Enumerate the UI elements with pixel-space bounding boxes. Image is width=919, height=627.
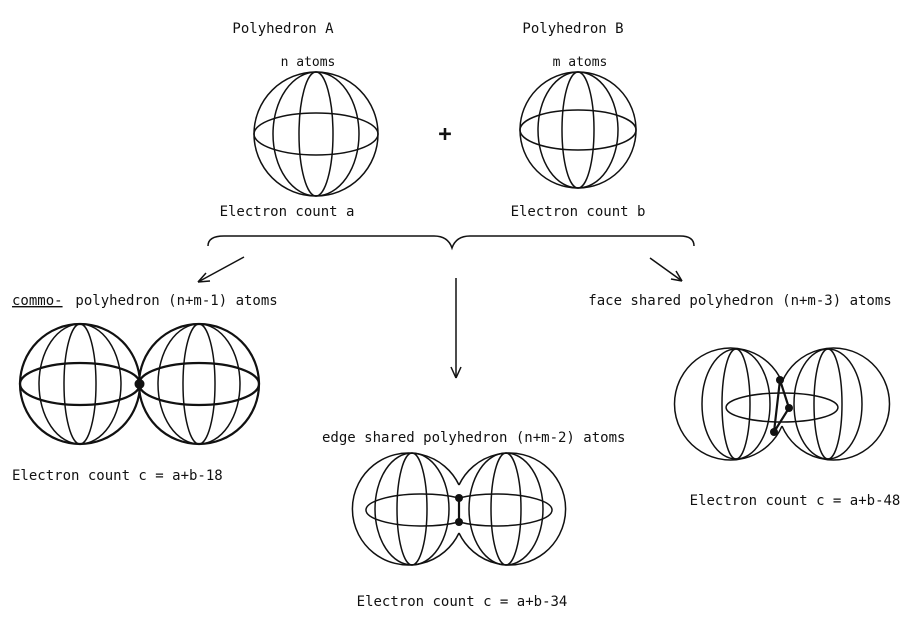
edge-shared-label: edge shared polyhedron (n+m-2) atoms: [322, 430, 625, 446]
commo-label: polyhedron (n+m-1) atoms: [67, 293, 278, 309]
arrow-to-commo: [197, 256, 245, 283]
polyhedron-b-sphere: [519, 71, 637, 189]
commo-electron-count: Electron count c = a+b-18: [12, 468, 223, 484]
face-shared-polyhedron: [673, 347, 891, 461]
polyhedron-a-electron-count: Electron count a: [220, 204, 355, 220]
polyhedron-a-sphere: [253, 71, 379, 197]
shared-face-vertex: [776, 376, 784, 384]
shared-face-vertex: [770, 428, 778, 436]
edge-shared-electron-count: Electron count c = a+b-34: [357, 594, 568, 610]
commo-prefix: commo-: [12, 293, 63, 309]
face-shared-label: face shared polyhedron (n+m-3) atoms: [588, 293, 891, 309]
grouping-brace: [207, 235, 695, 251]
plus-sign: +: [438, 122, 451, 147]
polyhedron-b-title: Polyhedron B: [522, 21, 623, 37]
arrow-to-edge-shared: [450, 278, 462, 379]
shared-vertex: [134, 379, 145, 389]
shared-face-vertex: [785, 404, 793, 412]
polyhedron-b-electron-count: Electron count b: [511, 204, 646, 220]
arrow-to-face-shared: [649, 257, 683, 282]
face-shared-electron-count: Electron count c = a+b-48: [690, 493, 901, 509]
polyhedron-a-atoms: n atoms: [281, 55, 336, 70]
shared-edge-vertex: [455, 518, 463, 526]
polyhedron-a-title: Polyhedron A: [232, 21, 334, 37]
commo-polyhedron: [18, 322, 261, 446]
edge-shared-polyhedron: [351, 452, 567, 566]
polyhedron-b-atoms: m atoms: [553, 55, 608, 70]
shared-edge-vertex: [455, 494, 463, 502]
